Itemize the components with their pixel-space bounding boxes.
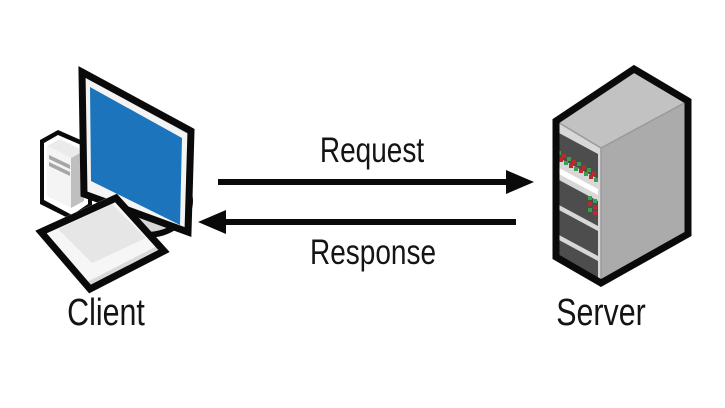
client-computer-icon (35, 66, 195, 294)
server-white-strip (559, 168, 598, 195)
server-side-face (601, 101, 688, 283)
server-drive-panel (559, 133, 598, 179)
request-arrow (218, 170, 534, 194)
server-drive-panel (559, 240, 598, 280)
server-led-cluster (588, 196, 597, 215)
tower-drive-slot (49, 162, 70, 176)
server-led-lights (557, 151, 598, 182)
keyboard-key-area (58, 204, 146, 263)
server-drive-panel (559, 210, 598, 256)
server-tower-icon (552, 64, 692, 288)
client-label: Client (67, 292, 145, 334)
tower-front-face (47, 146, 71, 208)
server-drive-panel (559, 180, 598, 226)
request-label: Request (320, 130, 424, 170)
keyboard-outline (35, 193, 170, 294)
monitor-frame-outline (78, 66, 195, 237)
server-face-edges (555, 100, 689, 283)
response-label: Response (310, 232, 436, 272)
tower-drive-slot (49, 155, 70, 169)
request-arrowhead (506, 170, 534, 194)
server-label: Server (556, 292, 646, 334)
server-outline (552, 64, 692, 288)
response-arrowhead (198, 210, 226, 234)
monitor-screen (90, 87, 182, 225)
response-arrow (198, 210, 516, 234)
tower-top-face (47, 139, 84, 158)
server-top-face (556, 69, 688, 148)
